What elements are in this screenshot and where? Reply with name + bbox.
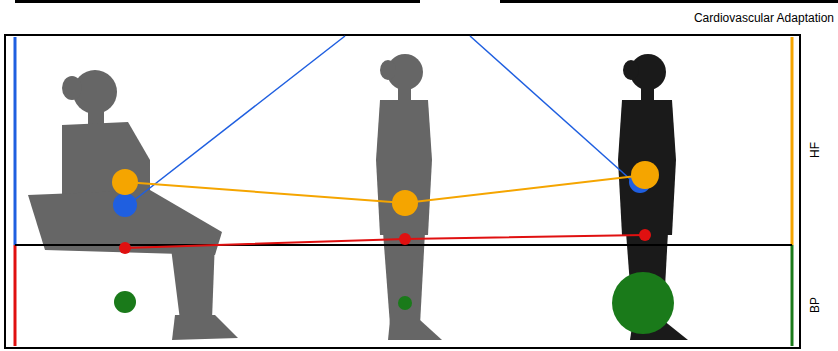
marker bbox=[631, 161, 659, 189]
axis-label: HF bbox=[809, 142, 821, 158]
marker bbox=[112, 169, 138, 195]
marker bbox=[399, 233, 411, 245]
marker bbox=[119, 242, 131, 254]
seated-figure bbox=[28, 70, 238, 340]
trend-line bbox=[125, 235, 645, 248]
trend-line bbox=[125, 175, 645, 203]
trend-line bbox=[128, 36, 345, 205]
marker bbox=[114, 291, 136, 313]
standing-figure bbox=[376, 54, 442, 340]
marker bbox=[113, 193, 137, 217]
axis-bar bbox=[14, 37, 17, 245]
axis-label: BP bbox=[809, 297, 821, 313]
header-rule bbox=[15, 0, 420, 3]
axis-bar bbox=[791, 245, 794, 346]
marker bbox=[392, 190, 418, 216]
diagram-title: Cardiovascular Adaptation bbox=[694, 12, 834, 24]
marker bbox=[639, 229, 651, 241]
axis-bar bbox=[14, 245, 17, 346]
marker bbox=[612, 272, 674, 334]
trend-line bbox=[470, 36, 640, 188]
header-rule bbox=[500, 0, 838, 3]
frame bbox=[5, 35, 800, 348]
marker bbox=[398, 296, 412, 310]
axis-bar bbox=[791, 37, 794, 245]
